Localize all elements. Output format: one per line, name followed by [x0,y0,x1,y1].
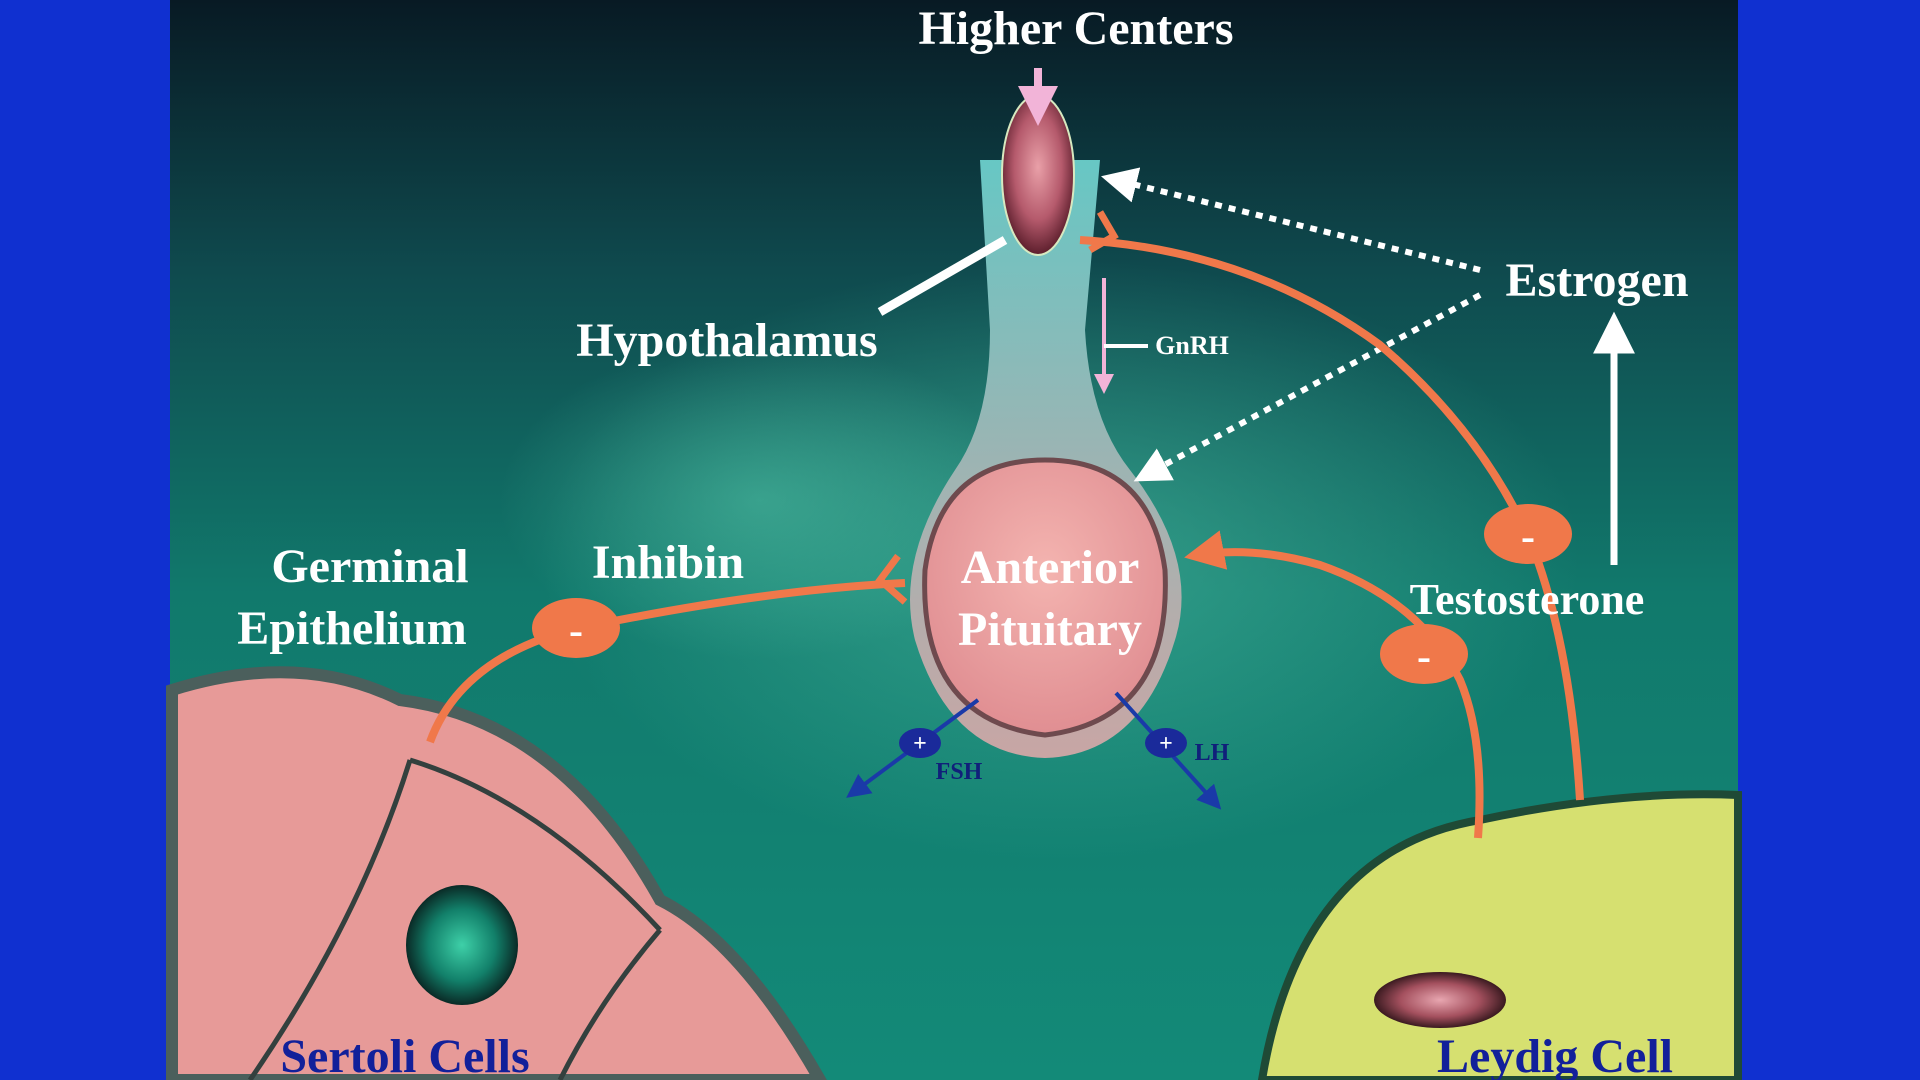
sertoli-cell-outline [166,666,827,1080]
hypothalamus-label: Hypothalamus [576,314,877,367]
anterior-pituitary-body [922,457,1168,738]
svg-text:-: - [1417,634,1431,680]
svg-text:-: - [569,608,583,654]
leydig-cell-label: Leydig Cell [1437,1030,1673,1080]
sertoli-cell-divider-2 [409,757,662,932]
negative-marker-testosterone-hypothalamus: - [1484,504,1572,564]
sertoli-cell-divider-1 [247,759,413,1080]
hypothalamus-pointer [877,236,1008,316]
sertoli-cells-label: Sertoli Cells [280,1030,529,1080]
higher-centers-label: Higher Centers [918,2,1233,55]
germinal-label: Germinal [271,540,468,593]
svg-text:+: + [1159,731,1173,757]
pituitary-label: Pituitary [958,603,1142,656]
svg-text:-: - [1521,514,1535,560]
hypothalamus-nucleus [1001,94,1075,256]
pituitary-group [910,94,1182,758]
testosterone-label: Testosterone [1410,575,1645,624]
sertoli-cell-divider-3 [557,928,662,1080]
svg-text:+: + [913,731,927,757]
leydig-nucleus [1374,972,1506,1028]
negative-marker-testosterone-pituitary: - [1380,624,1468,684]
lh-label: LH [1195,740,1230,766]
positive-marker-fsh: + [899,728,941,758]
sertoli-cells-group: Sertoli Cells [166,666,827,1080]
fsh-label: FSH [936,759,983,785]
positive-marker-lh: + [1145,728,1187,758]
negative-marker-inhibin: - [532,598,620,658]
feedback-fork-pituitary [875,553,908,605]
inhibin-label: Inhibin [592,536,744,589]
testosterone-feedback-to-pituitary [1184,530,1484,839]
estrogen-label: Estrogen [1505,254,1688,307]
leydig-cell-group: Leydig Cell [1257,790,1742,1080]
epithelium-label: Epithelium [237,602,466,655]
sertoli-nucleus [406,885,518,1005]
feedback-fork-hypothalamus [1088,210,1119,254]
gnrh-label: GnRH [1155,331,1229,360]
anterior-label: Anterior [961,541,1140,594]
testosterone-feedback-to-hypothalamus [1079,236,1584,801]
